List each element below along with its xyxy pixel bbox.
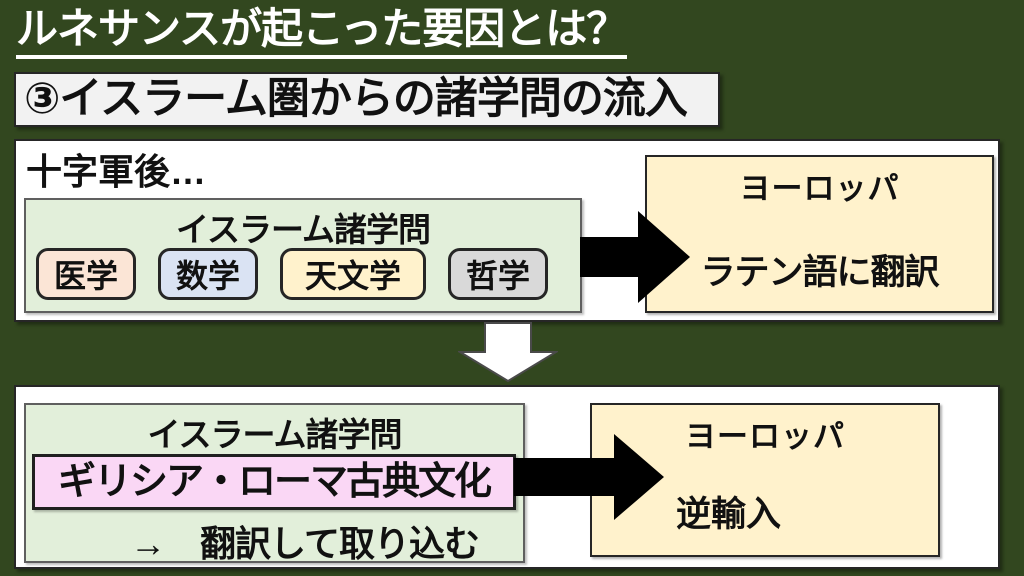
right-arrow-icon [580, 211, 690, 303]
down-arrow-icon [458, 322, 558, 383]
stage1-label: 十字軍後… [26, 151, 207, 192]
stage1-europe-box: ヨーロッパ ラテン語に翻訳 [645, 155, 994, 313]
europe-box-title: ヨーロッパ [739, 171, 900, 206]
page-title: ルネサンスが起こった要因とは？ [16, 5, 628, 60]
stage1-panel: 十字軍後… イスラーム諸学問 医学 数学 天文学 哲学 ヨーロッパ ラテン語に翻… [14, 139, 1000, 322]
field-medicine: 医学 [36, 248, 137, 300]
field-philosophy: 哲学 [448, 248, 549, 300]
subtitle-banner: ③イスラーム圏からの諸学問の流入 [14, 72, 720, 127]
europe-box-title: ヨーロッパ [685, 419, 845, 454]
stage2-islam-box: イスラーム諸学問 ギリシア・ローマ古典文化 → 翻訳して取り込む [24, 403, 525, 564]
islam-box-title: イスラーム諸学問 [175, 211, 431, 248]
europe-box-body: ラテン語に翻訳 [700, 253, 939, 292]
europe-box-body: 逆輸入 [676, 495, 782, 534]
stage2-note: → 翻訳して取り込む [130, 523, 480, 564]
field-astronomy: 天文学 [280, 248, 427, 300]
stage2-panel: イスラーム諸学問 ギリシア・ローマ古典文化 → 翻訳して取り込む ヨーロッパ 逆… [14, 385, 1000, 569]
right-arrow-icon [514, 434, 664, 520]
islam-fields-row: 医学 数学 天文学 哲学 [36, 248, 574, 300]
classical-culture-box: ギリシア・ローマ古典文化 [32, 454, 516, 510]
field-math: 数学 [158, 248, 259, 300]
stage1-islam-box: イスラーム諸学問 医学 数学 天文学 哲学 [24, 198, 582, 313]
islam-box-title: イスラーム諸学問 [147, 416, 402, 453]
